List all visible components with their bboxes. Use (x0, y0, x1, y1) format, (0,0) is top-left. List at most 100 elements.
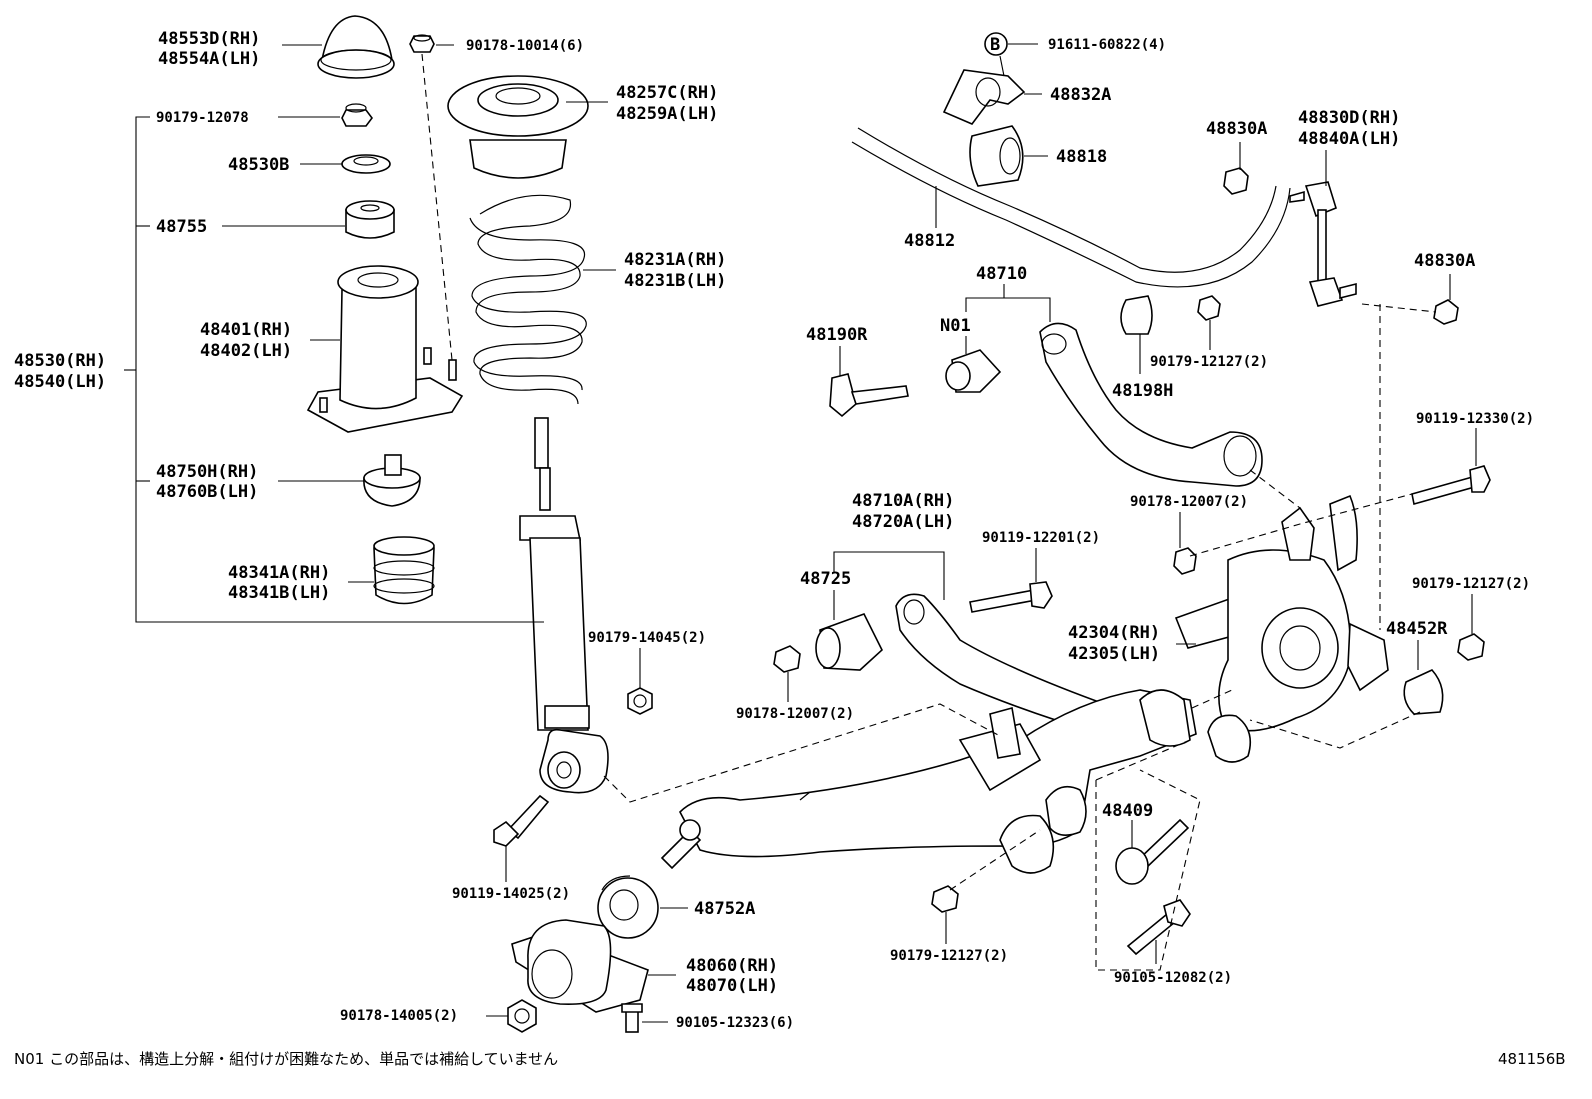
bushing-48452r-part[interactable] (1403, 669, 1444, 715)
label-48257c: 48257C(RH) (616, 83, 718, 103)
bolt-48409-part[interactable] (1115, 818, 1190, 885)
nut-90178-12007-part-a[interactable] (1173, 547, 1197, 575)
bump-cap-part[interactable] (317, 15, 395, 79)
bolt-90119-12330-part[interactable] (1411, 465, 1491, 506)
lower-arm-48710a-part[interactable] (895, 593, 1130, 735)
stabilizer-link-48830d-part[interactable] (1289, 181, 1357, 307)
footer: N01 この部品は、構造上分解・組付けが困難なため、単品では補給していません 4… (14, 1050, 1566, 1068)
bushing-n01-part[interactable] (945, 349, 1002, 393)
bolt-90105-12082-part[interactable] (1126, 899, 1191, 956)
label-48341b: 48341B(LH) (228, 583, 330, 603)
bolt-90105-12323-part[interactable] (621, 1003, 643, 1033)
label-48540: 48540(LH) (14, 372, 106, 392)
label-48830d: 48830D(RH) (1298, 108, 1400, 128)
shock-absorber-part[interactable] (519, 417, 609, 794)
label-48760b: 48760B(LH) (156, 482, 258, 502)
label-48750h: 48750H(RH) (156, 462, 258, 482)
label-b-symbol: B (990, 35, 1000, 55)
label-90179-12078: 90179-12078 (156, 110, 249, 126)
nut-48830a-part-1[interactable] (1223, 167, 1249, 195)
footer-code: 481156B (1498, 1050, 1566, 1068)
nut-90178-12007-part-b[interactable] (773, 645, 801, 673)
label-48409: 48409 (1102, 801, 1153, 821)
bushing-48818-part[interactable] (969, 125, 1024, 187)
label-48554a: 48554A(LH) (158, 49, 260, 69)
footer-note: N01 この部品は、構造上分解・組付けが困難なため、単品では補給していません (14, 1050, 558, 1068)
nut-90179-12127-part-c[interactable] (931, 885, 959, 913)
label-90179-12127-b: 90179-12127(2) (1412, 576, 1530, 592)
label-48830a-1: 48830A (1206, 119, 1267, 139)
suspension-member-part[interactable] (660, 689, 1197, 874)
label-48070: 48070(LH) (686, 976, 778, 996)
bracket-48060-part[interactable] (511, 919, 649, 1013)
label-91611-60822: 91611-60822(4) (1048, 37, 1166, 53)
cushion-48198h-part[interactable] (1120, 295, 1153, 335)
assembly-lines (421, 53, 1437, 971)
bolt-90119-12201-part[interactable] (969, 581, 1053, 613)
label-48752a: 48752A (694, 899, 755, 919)
washer-48530b-part[interactable] (341, 154, 391, 174)
label-48725: 48725 (800, 569, 851, 589)
label-42305: 42305(LH) (1068, 644, 1160, 664)
label-90178-12007-b: 90178-12007(2) (736, 706, 854, 722)
part-labels: 48553D(RH) 48554A(LH) 90178-10014(6) 901… (14, 29, 1534, 1031)
label-n01: N01 (940, 316, 971, 336)
bushing-48752a-part[interactable] (597, 875, 659, 939)
label-48190r: 48190R (806, 325, 868, 345)
upper-arm-48710-part[interactable] (1039, 322, 1263, 487)
label-90178-14005: 90178-14005(2) (340, 1008, 458, 1024)
nut-90179-12127-part-b[interactable] (1457, 633, 1485, 661)
label-90119-14025: 90119-14025(2) (452, 886, 570, 902)
bolt-90119-14025-part[interactable] (493, 794, 550, 847)
label-90179-12127-c: 90179-12127(2) (890, 948, 1008, 964)
bushing-48725-part[interactable] (815, 613, 883, 671)
bracket-48832a-part[interactable] (942, 69, 1026, 125)
nut-90179-12127-part-a[interactable] (1197, 295, 1221, 321)
bushing-48755-part[interactable] (345, 200, 395, 239)
bound-stopper-48341a-part[interactable] (373, 536, 435, 605)
label-48710: 48710 (976, 264, 1027, 284)
b-symbol (984, 32, 1008, 56)
label-48710a: 48710A(RH) (852, 491, 954, 511)
bump-stopper-48750h-part[interactable] (363, 454, 421, 507)
coil-spring-48231a-part[interactable] (469, 194, 587, 405)
knuckle-42304-part[interactable] (1174, 494, 1389, 763)
label-48198h: 48198H (1112, 381, 1173, 401)
label-48840a: 48840A(LH) (1298, 129, 1400, 149)
nut-90179-14045-part[interactable] (627, 687, 653, 715)
label-48755: 48755 (156, 217, 207, 237)
label-90105-12082: 90105-12082(2) (1114, 970, 1232, 986)
nut-48830a-part-2[interactable] (1433, 299, 1459, 325)
leader-lines (124, 43, 1477, 1023)
label-90178-12007-a: 90178-12007(2) (1130, 494, 1248, 510)
label-48231a: 48231A(RH) (624, 250, 726, 270)
label-90119-12330: 90119-12330(2) (1416, 411, 1534, 427)
stabilizer-bar-48812-part[interactable] (851, 127, 1291, 288)
label-48830a-2: 48830A (1414, 251, 1475, 271)
bolt-48190r-part[interactable] (829, 373, 909, 418)
label-48341a: 48341A(RH) (228, 563, 330, 583)
label-48720a: 48720A(LH) (852, 512, 954, 532)
nut-90178-10014-part[interactable] (409, 34, 435, 53)
label-48401: 48401(RH) (200, 320, 292, 340)
label-48259a: 48259A(LH) (616, 104, 718, 124)
label-48530: 48530(RH) (14, 351, 106, 371)
label-90179-14045: 90179-14045(2) (588, 630, 706, 646)
label-42304: 42304(RH) (1068, 623, 1160, 643)
label-90178-10014: 90178-10014(6) (466, 38, 584, 54)
nut-90178-14005-part[interactable] (507, 999, 537, 1033)
label-48553d: 48553D(RH) (158, 29, 260, 49)
label-48832a: 48832A (1050, 85, 1111, 105)
label-48452r: 48452R (1386, 619, 1448, 639)
label-90105-12323: 90105-12323(6) (676, 1015, 794, 1031)
label-48818: 48818 (1056, 147, 1107, 167)
label-48812: 48812 (904, 231, 955, 251)
spring-seat-48257c-part[interactable] (447, 75, 589, 179)
nut-90179-12078-part[interactable] (341, 103, 373, 127)
label-48231b: 48231B(LH) (624, 271, 726, 291)
label-90179-12127-a: 90179-12127(2) (1150, 354, 1268, 370)
label-48060: 48060(RH) (686, 956, 778, 976)
strut-mount-48401-part[interactable] (306, 265, 464, 433)
label-90119-12201: 90119-12201(2) (982, 530, 1100, 546)
